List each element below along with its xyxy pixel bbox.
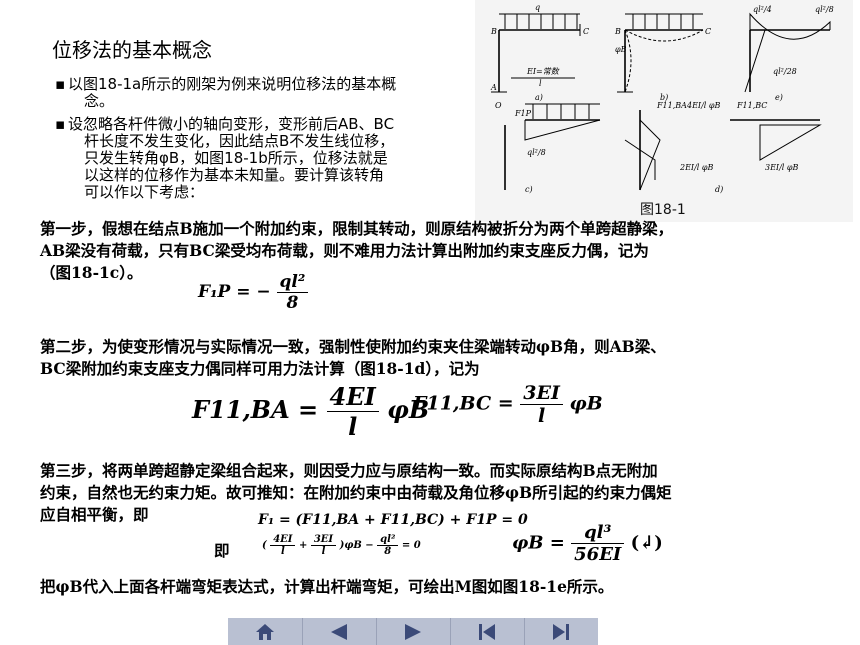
eq-n1: 4EI: [270, 534, 296, 546]
svg-text:b): b): [660, 93, 668, 102]
svg-text:ql²/4: ql²/4: [753, 5, 772, 14]
figure-caption: 图18-1: [640, 202, 686, 218]
eq-d2: l: [321, 546, 326, 557]
svg-text:e): e): [775, 93, 783, 102]
step1-line-1: 第一步，假想在结点B施加一个附加约束，限制其转动，则原结构被折分为两个单跨超静梁…: [40, 219, 674, 238]
bullet-2-line-3: 只发生转角φB，如图18-1b所示，位移法就是: [84, 149, 388, 167]
prev-button[interactable]: [302, 618, 377, 645]
step2-line-2: BC梁附加约束支座支力偶同样可用力法计算（图18-1d），记为: [40, 359, 480, 378]
step3-line-2: 约束，自然也无约束力矩。故可推知：在附加约束中由荷载及角位移φB所引起的约束力偶…: [40, 483, 672, 502]
formula-F11BA-num: 4EI: [326, 382, 379, 412]
svg-text:B: B: [614, 27, 621, 36]
formula-F11BA-lhs: F11,BA =: [192, 395, 319, 424]
step3-paragraph: 第三步，将两单跨超静定梁组合起来，则因受力应与原结构一致。而实际原结构B点无附加…: [40, 460, 840, 526]
formula-F1P-num: ql²: [276, 272, 309, 293]
eq-n2: 3EI: [310, 534, 337, 546]
svg-text:φB: φB: [615, 45, 627, 54]
home-icon: [256, 624, 274, 640]
eq-n3: ql²: [377, 534, 399, 546]
svg-text:2EI/l φB: 2EI/l φB: [679, 163, 713, 172]
prev-icon: [331, 624, 347, 640]
bullet-marker: ▪: [55, 115, 66, 133]
svg-text:l: l: [539, 79, 542, 88]
bullet-1: ▪ 以图18-1a所示的刚架为例来说明位移法的基本概 念。: [55, 75, 473, 110]
bullet-1-line-1: 以图18-1a所示的刚架为例来说明位移法的基本概: [68, 75, 397, 93]
svg-text:A: A: [490, 83, 497, 92]
formula-equilibrium: F₁ = (F11,BA + F11,BC) + F1P = 0: [258, 512, 528, 528]
structure-diagrams: qB C A EI=常数 l a) B CφB b) ql²/4 ql²/8 ql²/28 e)…: [490, 3, 834, 194]
bullet-2-line-4: 以这样的位移作为基本未知量。要计算该转角: [84, 166, 385, 184]
step1-paragraph: 第一步，假想在结点B施加一个附加约束，限制其转动，则原结构被折分为两个单跨超静梁…: [40, 218, 840, 284]
next-icon: [405, 624, 421, 640]
svg-text:ql²/8: ql²/8: [815, 5, 834, 14]
eq-end: = 0: [401, 540, 421, 551]
svg-text:F11,BA: F11,BA: [656, 101, 687, 110]
formula-F11BC-den: l: [537, 405, 546, 427]
step2-paragraph: 第二步，为使变形情况与实际情况一致，强制性使附加约束夹住梁端转动φB角，则AB梁…: [40, 336, 840, 380]
formula-F1P-den: 8: [286, 293, 299, 313]
formula-F11BA-rhs: φB: [387, 395, 430, 424]
first-button[interactable]: [450, 618, 525, 645]
conclusion-line: 把φB代入上面各杆端弯矩表达式，计算出杆端弯矩，可绘出M图如图18-1e所示。: [40, 577, 614, 596]
bullet-2: ▪ 设忽略各杆件微小的轴向变形，变形前后AB、BC 杆长度不发生变化，因此结点B…: [55, 115, 473, 201]
phiB-direction: (↲): [630, 532, 663, 554]
bullet-2-line-1: 设忽略各杆件微小的轴向变形，变形前后AB、BC: [68, 115, 395, 133]
svg-text:a): a): [535, 93, 543, 102]
phiB-lhs: φB =: [512, 532, 565, 554]
step1-line-3: （图18-1c）。: [40, 263, 143, 282]
first-icon: [479, 624, 495, 640]
svg-text:C: C: [705, 27, 711, 36]
svg-text:3EI/l φB: 3EI/l φB: [765, 163, 798, 172]
step2-line-1: 第二步，为使变形情况与实际情况一致，强制性使附加约束夹住梁端转动φB角，则AB梁…: [40, 337, 666, 356]
next-button[interactable]: [376, 618, 451, 645]
svg-text:d): d): [715, 185, 723, 194]
page-title: 位移法的基本概念: [52, 38, 212, 62]
home-button[interactable]: [228, 618, 303, 645]
svg-text:q: q: [535, 3, 540, 12]
formula-F11BC-rhs: φB: [569, 392, 603, 415]
eq-open: (: [262, 540, 267, 551]
formula-F11BC-lhs: F11,BC =: [413, 392, 514, 415]
formula-F1P-lhs: F₁P = −: [198, 282, 271, 302]
formula-F11BC-num: 3EI: [520, 382, 563, 405]
svg-text:F11,BC: F11,BC: [736, 101, 767, 110]
step3-line-1: 第三步，将两单跨超静定梁组合起来，则因受力应与原结构一致。而实际原结构B点无附加: [40, 461, 658, 480]
formula-F11BA-den: l: [348, 412, 358, 441]
svg-text:4EI/l φB: 4EI/l φB: [686, 101, 720, 110]
svg-text:ql²/28: ql²/28: [773, 67, 797, 76]
step3-line-3: 应自相平衡，即: [40, 505, 149, 524]
step1-line-2: AB梁没有荷载，只有BC梁受均布荷载，则不难用力法计算出附加约束支座反力偶，记为: [40, 241, 649, 260]
phiB-den: 56EI: [574, 544, 622, 565]
svg-text:O: O: [495, 101, 502, 110]
bullet-marker: ▪: [55, 75, 66, 93]
eq-plus: +: [298, 540, 308, 551]
bullet-2-line-5: 可以作以下考虑：: [84, 183, 205, 201]
label-ji: 即: [214, 541, 230, 560]
svg-text:F1P: F1P: [514, 109, 532, 118]
bullet-1-line-2: 念。: [84, 92, 115, 110]
svg-text:ql²/8: ql²/8: [527, 148, 546, 157]
slide-navigation-bar: [228, 618, 598, 645]
svg-text:B: B: [490, 27, 497, 36]
last-icon: [553, 624, 569, 640]
svg-text:c): c): [525, 185, 533, 194]
eq-d1: l: [280, 546, 285, 557]
svg-text:C: C: [583, 27, 589, 36]
phiB-num: ql³: [571, 522, 625, 544]
bullet-2-line-2: 杆长度不发生变化，因此结点B不发生线位移，: [84, 132, 395, 150]
eq-d3: 8: [384, 546, 392, 557]
eq-mid: )φB −: [339, 540, 374, 551]
last-button[interactable]: [524, 618, 598, 645]
svg-text:EI=常数: EI=常数: [526, 67, 560, 76]
